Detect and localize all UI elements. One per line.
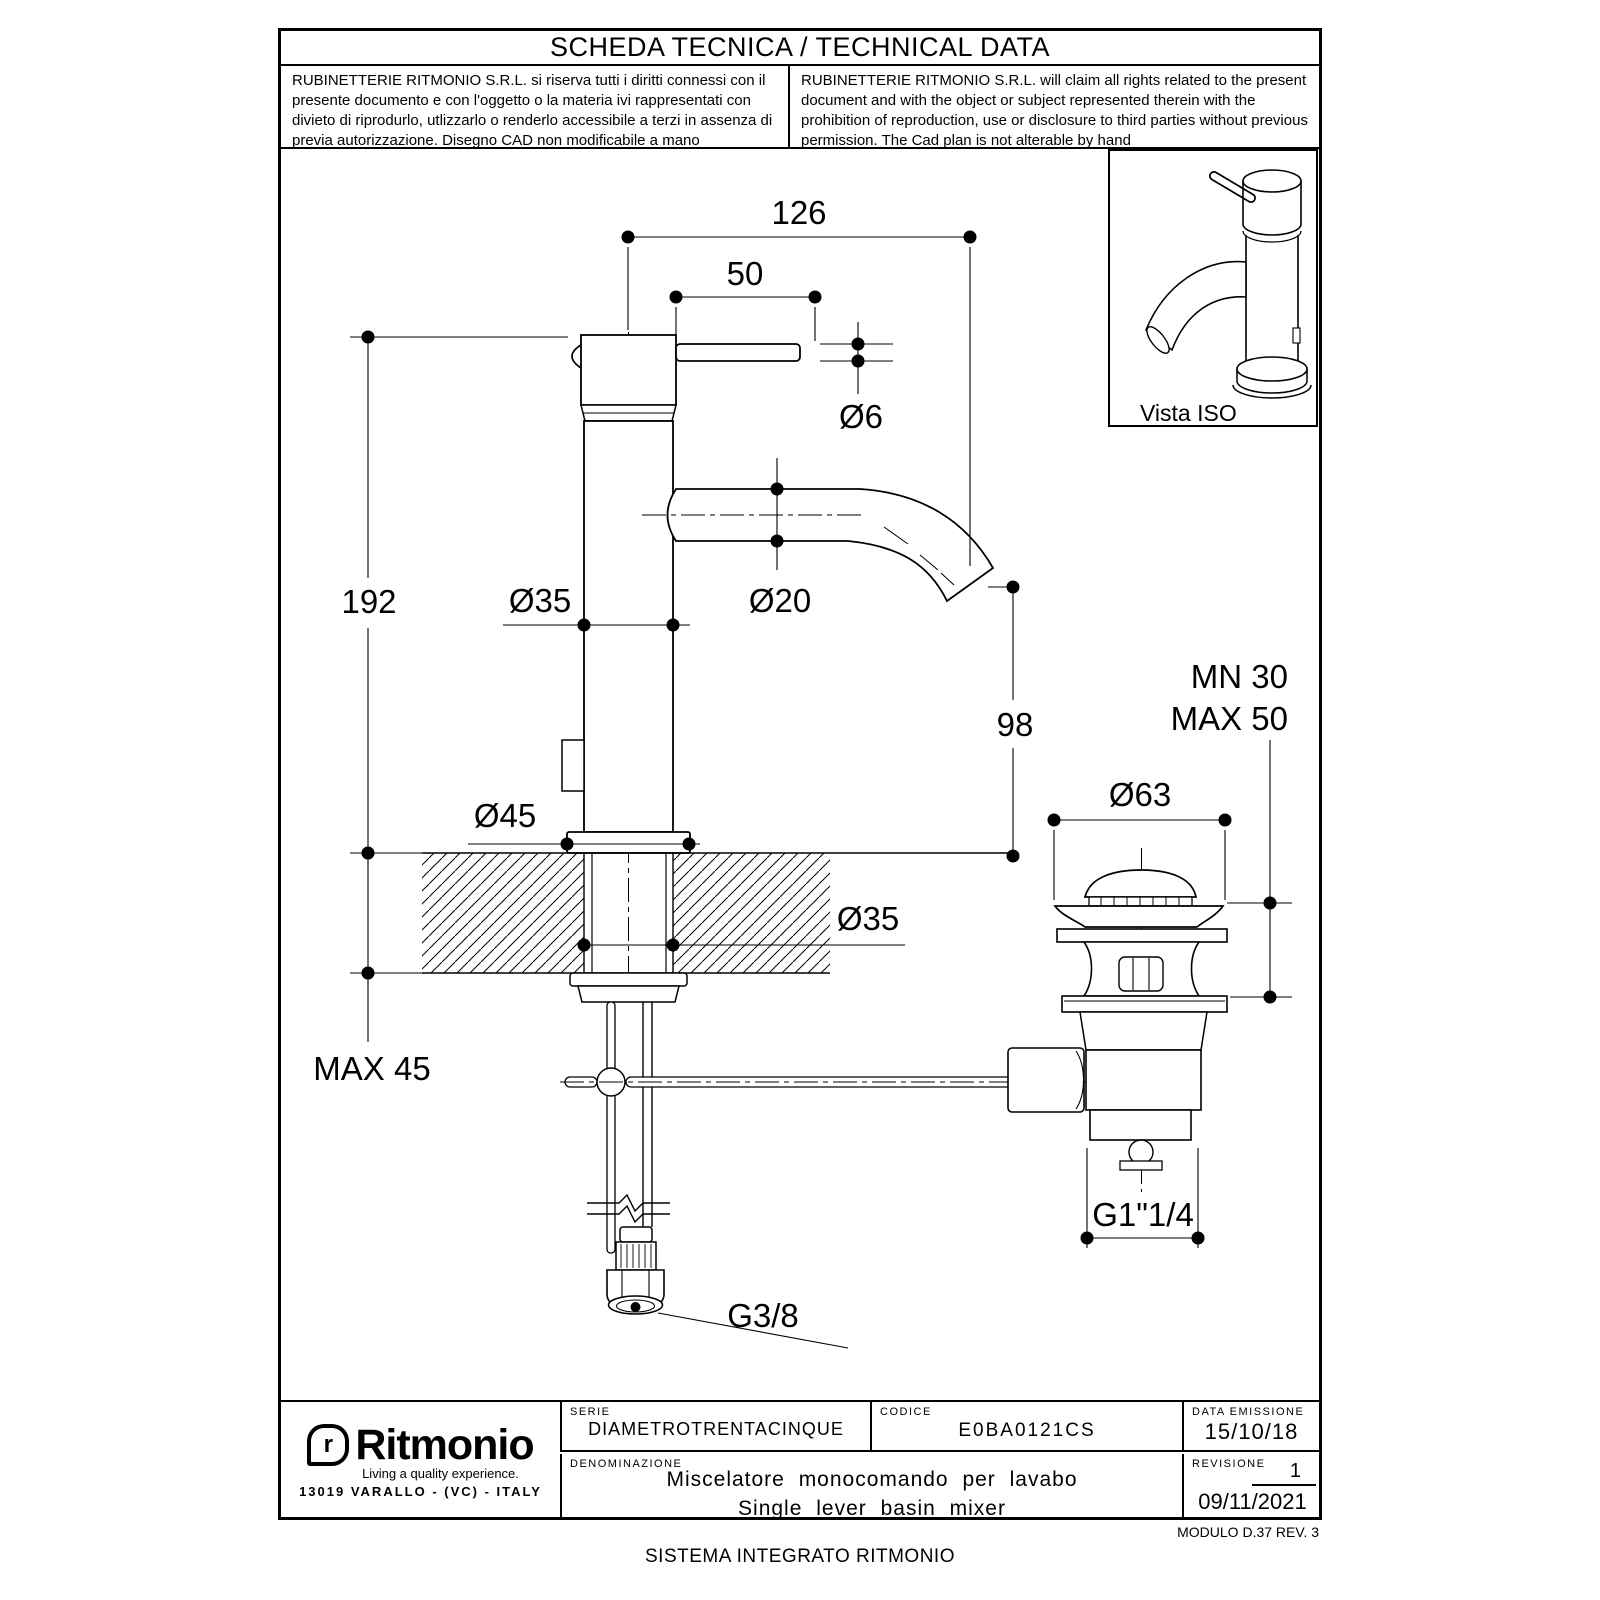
drain-window [1118,956,1164,992]
drain-body [1085,1049,1202,1111]
revisione-date: 09/11/2021 [1198,1489,1307,1514]
dim-d45: Ø45 [474,797,536,834]
codice-label: CODICE [880,1406,932,1418]
revisione-cell: REVISIONE 1 09/11/2021 [1182,1454,1319,1517]
counter-hatch-right [673,853,830,973]
sheet-border [278,28,1322,1520]
serie-label: SERIE [570,1406,611,1418]
denominazione-italian: Miscelatore monocomando per lavabo [666,1468,1078,1491]
front-view [422,332,1120,1349]
dim-g114: G1"1/4 [1092,1196,1194,1233]
revisione-value: 1 [1289,1460,1301,1482]
logo-cell: r Ritmonio Living a quality experience. … [281,1400,560,1517]
disclaimer-row: RUBINETTERIE RITMONIO S.R.L. si riserva … [281,66,1319,149]
dim-max45: MAX 45 [313,1050,430,1087]
dim-126: 126 [771,194,826,231]
dim-d63: Ø63 [1109,776,1171,813]
break-symbol [587,1193,670,1213]
revisione-label: REVISIONE [1192,1458,1266,1470]
dim-98: 98 [997,706,1034,743]
denominazione-english: Single lever basin mixer [738,1497,1006,1520]
ritmonio-badge-icon: r [307,1424,350,1466]
iso-view-label: Vista ISO [1140,400,1237,426]
lever-handle [675,343,801,362]
codice-cell: CODICE E0BA0121CS [870,1400,1182,1452]
handle-set-screw-nub [571,344,582,369]
dimension-dots [361,230,1277,1245]
counter-hatch-left [422,853,584,973]
disclaimer-italian: RUBINETTERIE RITMONIO S.R.L. si riserva … [281,66,790,149]
revisione-divider [1252,1484,1316,1486]
drain-assembly [1007,848,1228,1192]
codice-value: E0BA0121CS [958,1420,1096,1441]
data-emissione-label: DATA EMISSIONE [1192,1406,1305,1418]
disclaimer-english: RUBINETTERIE RITMONIO S.R.L. will claim … [801,72,1308,150]
brand-tagline: Living a quality experience. [362,1465,519,1481]
dimension-lines [350,236,1292,1248]
pop-up-rod [606,1001,616,1254]
brand-address: 13019 VARALLO - (VC) - ITALY [299,1483,542,1499]
dimension-labels: 126 50 Ø6 192 Ø35 Ø20 98 Ø45 Ø35 MAX 45 … [313,194,1288,1334]
drain-dish-flange [1053,905,1225,928]
iso-view-sketch [1145,169,1312,399]
data-emissione-cell: DATA EMISSIONE 15/10/18 [1182,1400,1319,1452]
g38-leader [657,1312,849,1349]
faucet-cap [580,334,677,406]
iso-view-box [1108,149,1318,427]
dim-192: 192 [341,583,396,620]
lock-nut [577,985,680,1003]
pop-up-plug-cap [1083,869,1198,898]
dim-50: 50 [727,255,764,292]
page-title: SCHEDA TECNICA / TECHNICAL DATA [281,31,1319,66]
dim-d6: Ø6 [839,398,883,435]
footer-sistema: SISTEMA INTEGRATO RITMONIO [645,1546,955,1567]
dim-max50: MAX 50 [1171,700,1288,737]
serie-value: DIAMETROTRENTACINQUE [588,1419,844,1439]
data-emissione-value: 15/10/18 [1204,1419,1299,1444]
brand-name: Ritmonio [355,1420,534,1469]
dim-g38: G3/8 [727,1297,799,1334]
footer-modulo: MODULO D.37 REV. 3 [1177,1524,1319,1540]
spout [666,488,995,603]
dim-d20: Ø20 [749,582,811,619]
denominazione-cell: DENOMINAZIONE Miscelatore monocomando pe… [560,1454,1182,1520]
ritmonio-logo: r Ritmonio [307,1420,535,1470]
denominazione-label: DENOMINAZIONE [570,1458,683,1470]
serie-cell: SERIE DIAMETROTRENTACINQUE [560,1400,870,1452]
dim-d35-hole: Ø35 [837,900,899,937]
side-detail [561,739,585,792]
dim-mn30: MN 30 [1191,658,1288,695]
dim-d35-body: Ø35 [509,582,571,619]
